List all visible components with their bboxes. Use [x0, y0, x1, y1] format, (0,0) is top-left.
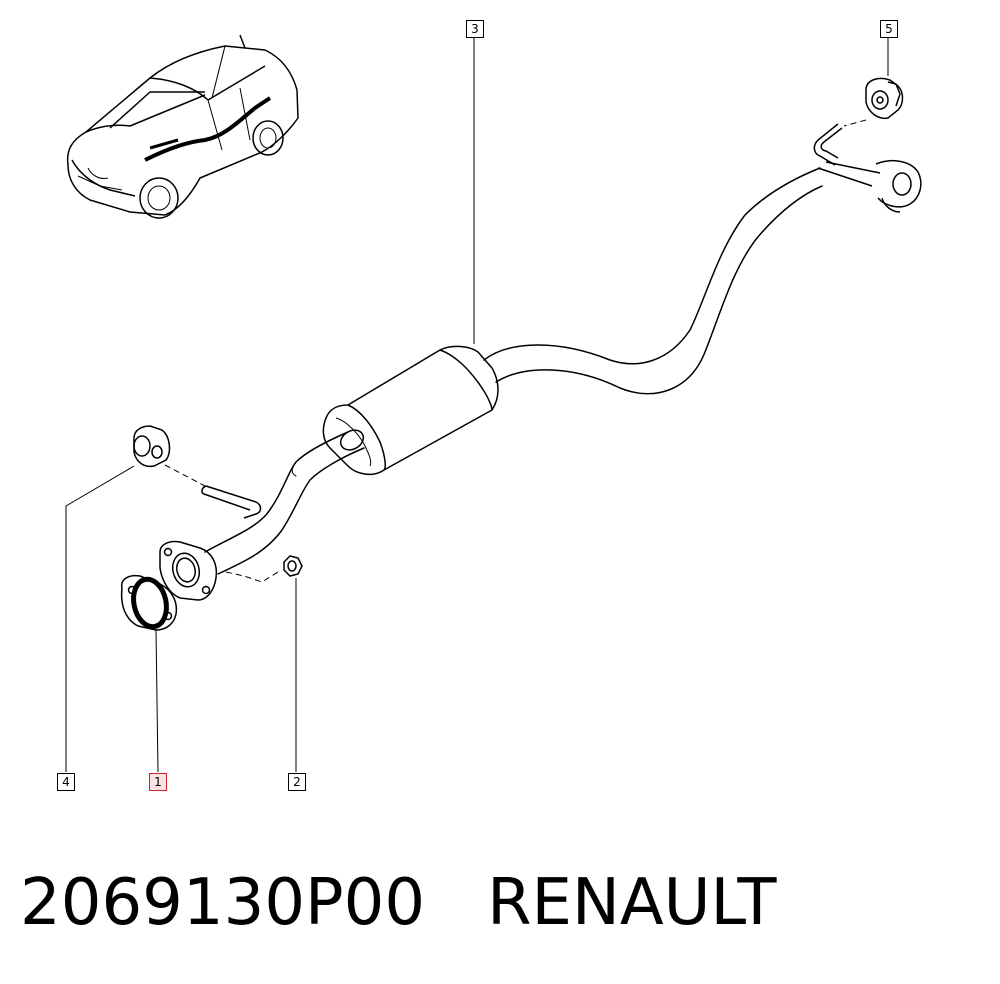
callout-5[interactable]: 5 — [880, 20, 898, 38]
flange-nut — [283, 555, 303, 577]
callout-3[interactable]: 3 — [466, 20, 484, 38]
callout-2[interactable]: 2 — [288, 773, 306, 791]
front-rubber-mount — [133, 425, 171, 468]
part-caption: 2069130P00 RENAULT — [20, 858, 776, 948]
part-number: 2069130P00 — [20, 866, 426, 940]
front-pipe — [204, 431, 365, 575]
brand-name: RENAULT — [487, 866, 777, 940]
callout-1[interactable]: 1 — [149, 773, 167, 791]
car-illustration — [66, 34, 299, 219]
exhaust-gasket — [120, 574, 178, 631]
leader-lines — [65, 36, 889, 773]
front-hanger-rod — [201, 485, 262, 519]
exhaust-pipe — [483, 167, 823, 395]
callout-4[interactable]: 4 — [57, 773, 75, 791]
silencer — [322, 345, 499, 476]
rear-rubber-mount — [865, 77, 904, 120]
front-flange — [159, 540, 218, 601]
rear-pipe-section — [813, 123, 922, 213]
